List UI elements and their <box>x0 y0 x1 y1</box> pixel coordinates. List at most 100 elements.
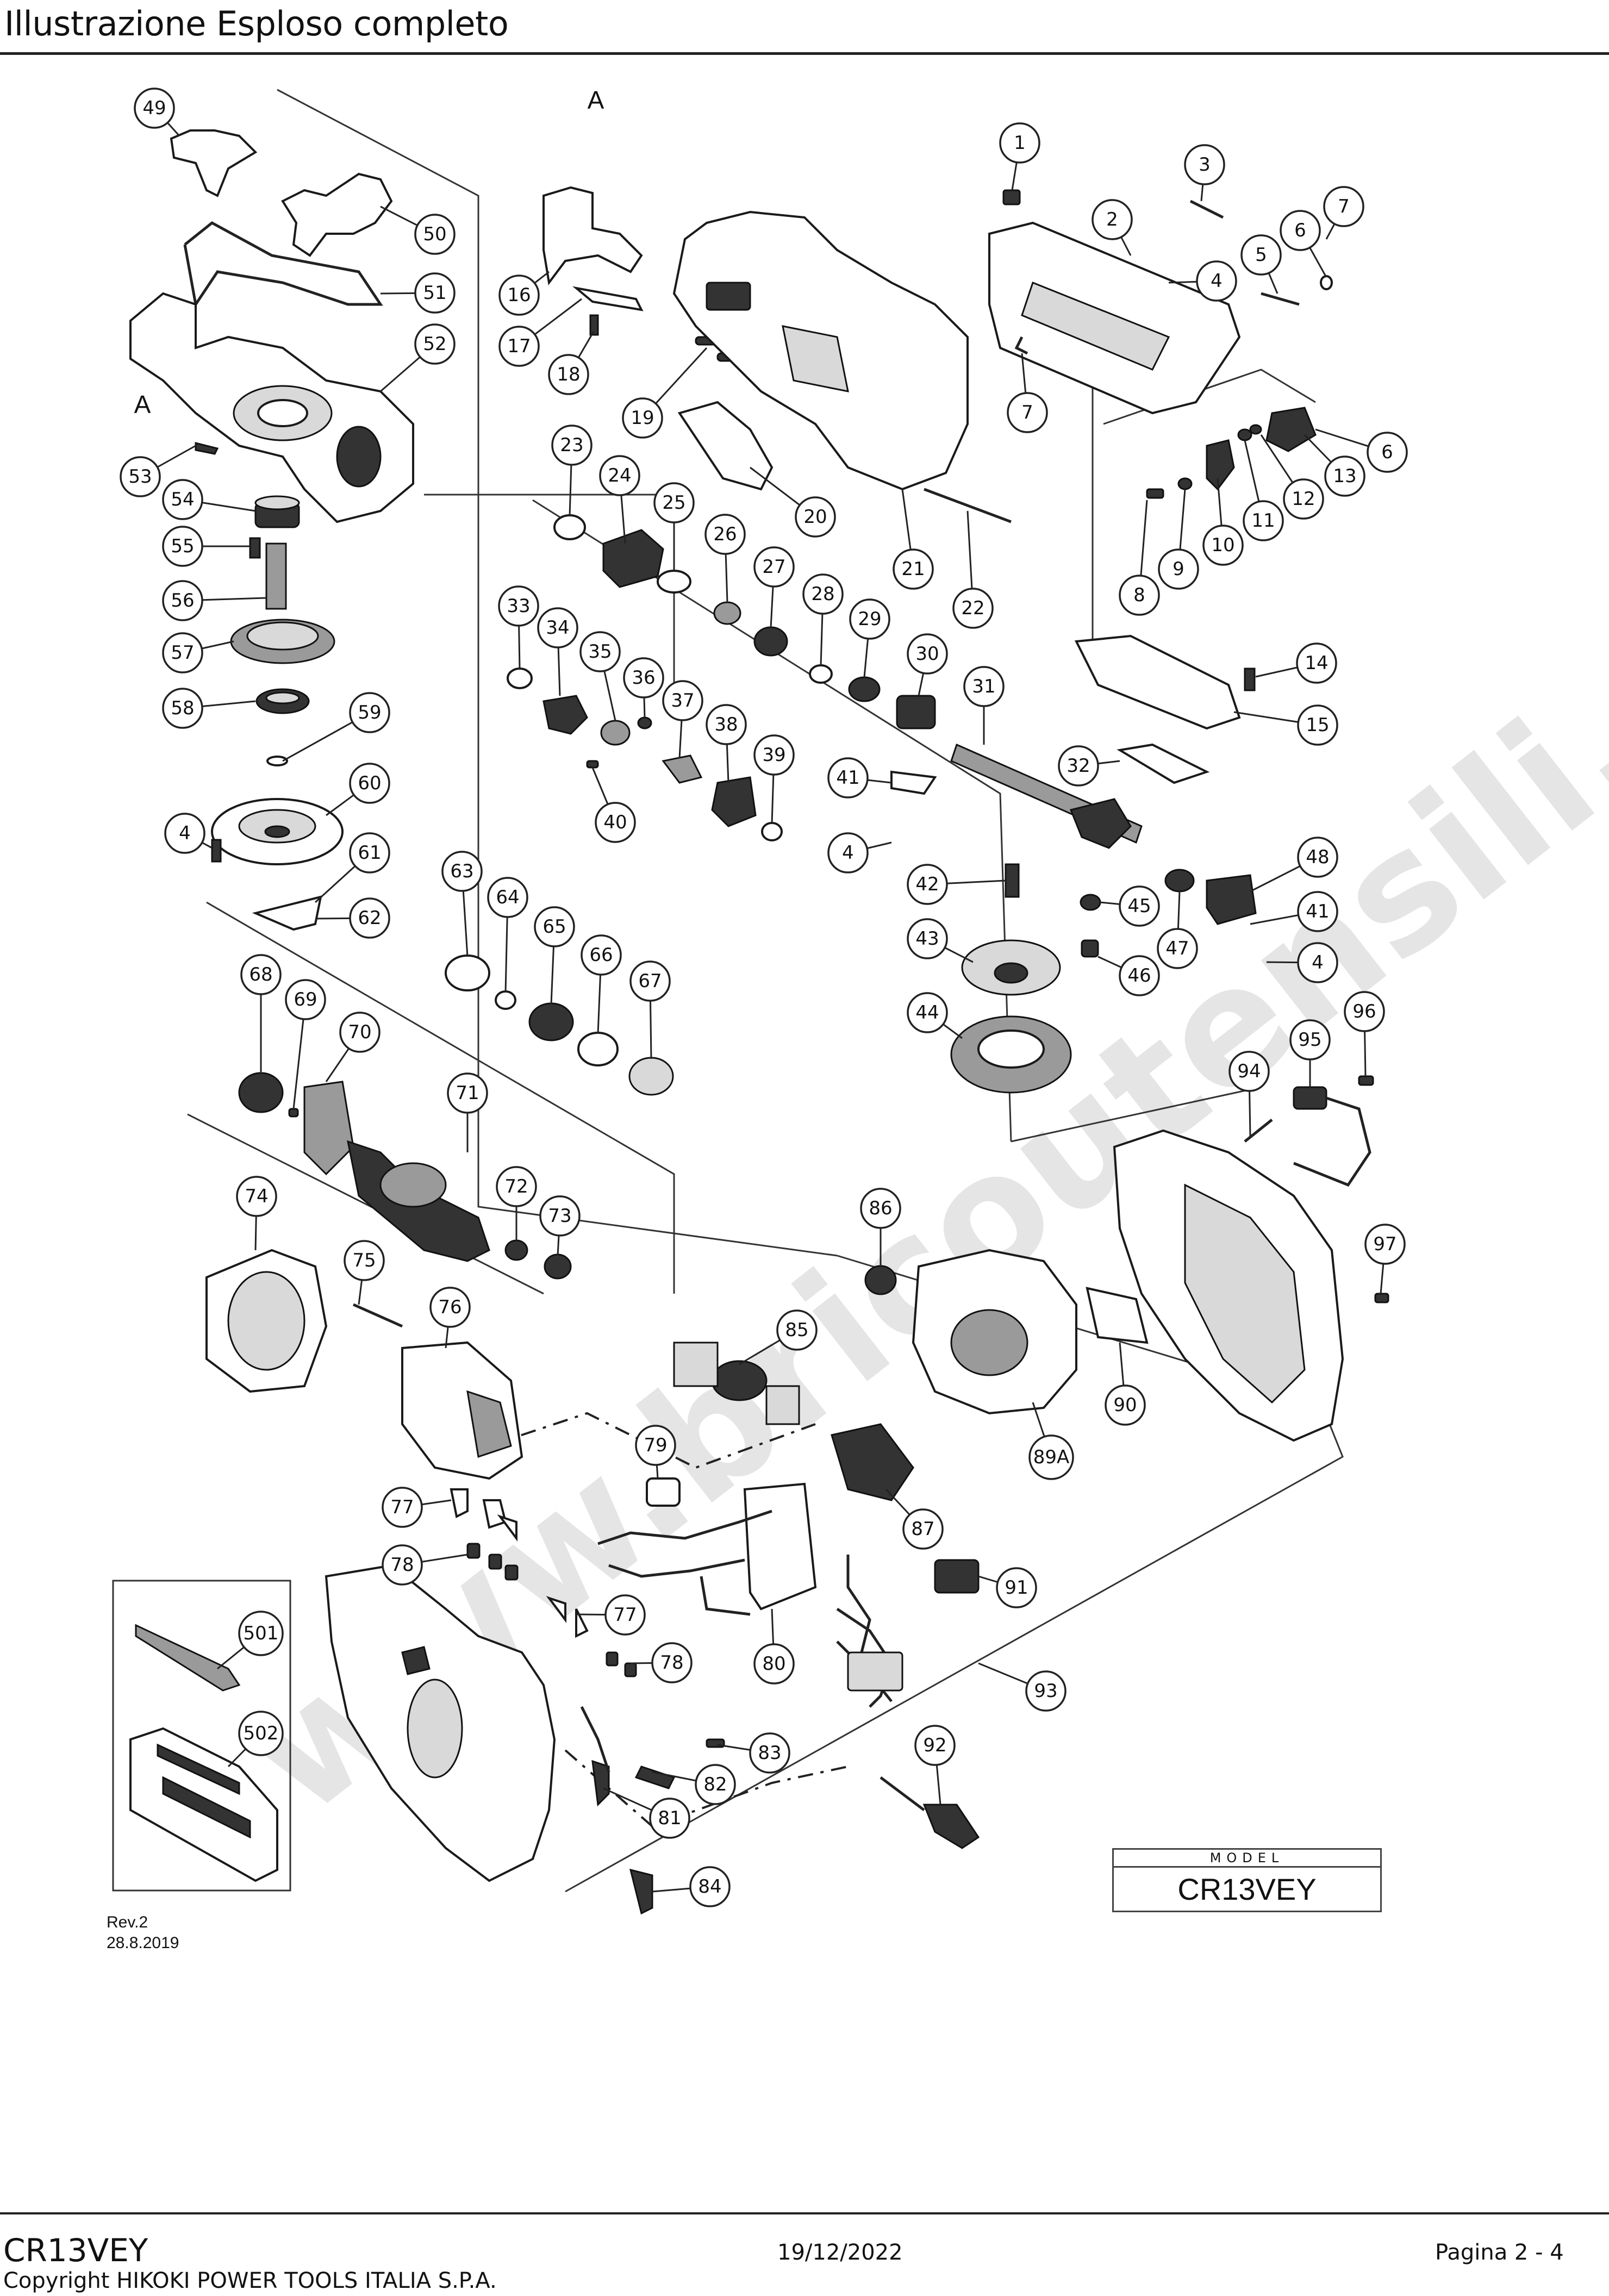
callout-90: 90 <box>1105 1342 1146 1426</box>
callout-circle <box>952 588 994 629</box>
callout-number: 80 <box>762 1653 785 1675</box>
callout-41: 41 <box>827 757 892 798</box>
callout-number: 70 <box>348 1021 371 1043</box>
callout-77: 77 <box>382 1487 452 1528</box>
callout-74: 74 <box>236 1176 277 1251</box>
callout-78-2: 78 <box>630 1642 693 1683</box>
callout-85: 85 <box>739 1309 818 1365</box>
callout-4-2: 4 <box>164 813 213 854</box>
callout-53: 53 <box>120 445 196 497</box>
callout-circle <box>1058 745 1099 787</box>
callout-circle <box>860 1188 901 1229</box>
callout-circle <box>162 580 203 621</box>
callout-number: 1 <box>1014 132 1026 154</box>
callout-circle <box>1196 260 1237 302</box>
callout-66: 66 <box>581 934 622 1034</box>
callout-number: 6 <box>1381 441 1393 463</box>
callout-circle <box>539 1195 581 1237</box>
callout-61: 61 <box>314 832 390 903</box>
callout-36: 36 <box>623 657 664 718</box>
callout-circle <box>599 455 640 496</box>
callout-number: 92 <box>923 1735 946 1756</box>
callout-circle <box>285 979 326 1020</box>
callout-circle <box>907 633 948 675</box>
callout-circle <box>1289 1019 1331 1060</box>
callout-number: 66 <box>589 944 613 966</box>
header-divider <box>0 52 1609 55</box>
callout-number: 55 <box>171 535 194 557</box>
callout-number: 3 <box>1199 154 1211 176</box>
callout-number: 9 <box>1173 558 1184 580</box>
callout-circle <box>382 1544 423 1586</box>
callout-80: 80 <box>753 1608 795 1684</box>
callout-number: 8 <box>1133 584 1145 606</box>
callout-circle <box>487 877 528 918</box>
callout-number: 501 <box>244 1623 279 1644</box>
callout-4: 4 <box>1168 260 1237 302</box>
callout-number: 91 <box>1005 1577 1028 1599</box>
callout-number: 86 <box>869 1197 892 1219</box>
callout-circle <box>914 1725 956 1766</box>
callout-circle <box>902 1508 944 1550</box>
footer-model: CR13VEY <box>3 2232 148 2269</box>
callout-circle <box>827 757 869 798</box>
callout-number: 50 <box>423 223 446 245</box>
callout-49: 49 <box>134 88 180 137</box>
callout-circle <box>849 598 890 640</box>
callout-circle <box>622 397 663 439</box>
callout-91: 91 <box>978 1567 1037 1608</box>
callout-number: 63 <box>450 860 473 882</box>
callout-number: 14 <box>1305 652 1328 674</box>
callout-47: 47 <box>1157 891 1198 969</box>
callout-4-3: 4 <box>827 832 892 874</box>
callout-circle <box>414 323 456 365</box>
callout-number: 29 <box>858 608 881 630</box>
callout-circle <box>623 657 664 698</box>
callout-circle <box>704 514 746 555</box>
callout-17: 17 <box>498 298 582 367</box>
callout-circle <box>498 326 540 367</box>
callout-number: 38 <box>714 714 738 735</box>
callout-circle <box>1158 548 1199 590</box>
callout-number: 58 <box>171 697 194 719</box>
callout-86: 86 <box>860 1188 901 1266</box>
callout-circle <box>1240 234 1282 276</box>
callout-circle <box>1105 1384 1146 1426</box>
callout-number: 71 <box>456 1082 479 1104</box>
callout-circle <box>1283 478 1324 520</box>
callout-95: 95 <box>1289 1019 1331 1087</box>
callout-circle <box>162 632 203 673</box>
callout-75: 75 <box>344 1240 385 1305</box>
callout-84: 84 <box>652 1866 731 1907</box>
callout-71: 71 <box>447 1072 488 1152</box>
callout-51: 51 <box>380 272 456 314</box>
callout-circle <box>1323 186 1364 227</box>
callout-circle <box>996 1567 1037 1608</box>
callout-3: 3 <box>1184 144 1225 202</box>
callout-circle <box>339 1012 381 1053</box>
callout-87: 87 <box>885 1488 944 1550</box>
callout-94: 94 <box>1228 1051 1270 1137</box>
callout-64: 64 <box>487 877 528 993</box>
callout-circle <box>653 482 695 523</box>
callout-39: 39 <box>753 734 795 824</box>
callout-number: 53 <box>128 466 152 488</box>
callout-8: 8 <box>1119 500 1160 616</box>
callout-11: 11 <box>1243 440 1284 541</box>
callout-circle <box>963 666 1005 707</box>
footer-page: Pagina 2 - 4 <box>1435 2240 1564 2265</box>
callout-number: 7 <box>1338 196 1350 217</box>
callout-circle <box>1297 891 1338 932</box>
callout-circle <box>534 906 575 947</box>
callout-circle <box>604 1594 646 1636</box>
callout-circle <box>595 802 636 843</box>
callout-30: 30 <box>907 633 948 696</box>
callout-89A: 89A <box>1028 1402 1074 1480</box>
callout-19: 19 <box>622 347 708 439</box>
callout-501: 501 <box>217 1611 284 1670</box>
callout-number: 97 <box>1373 1233 1396 1255</box>
callout-number: 95 <box>1298 1029 1321 1051</box>
callout-number: 10 <box>1211 534 1234 556</box>
callout-number: 93 <box>1034 1680 1057 1702</box>
callout-circle <box>238 1611 284 1656</box>
